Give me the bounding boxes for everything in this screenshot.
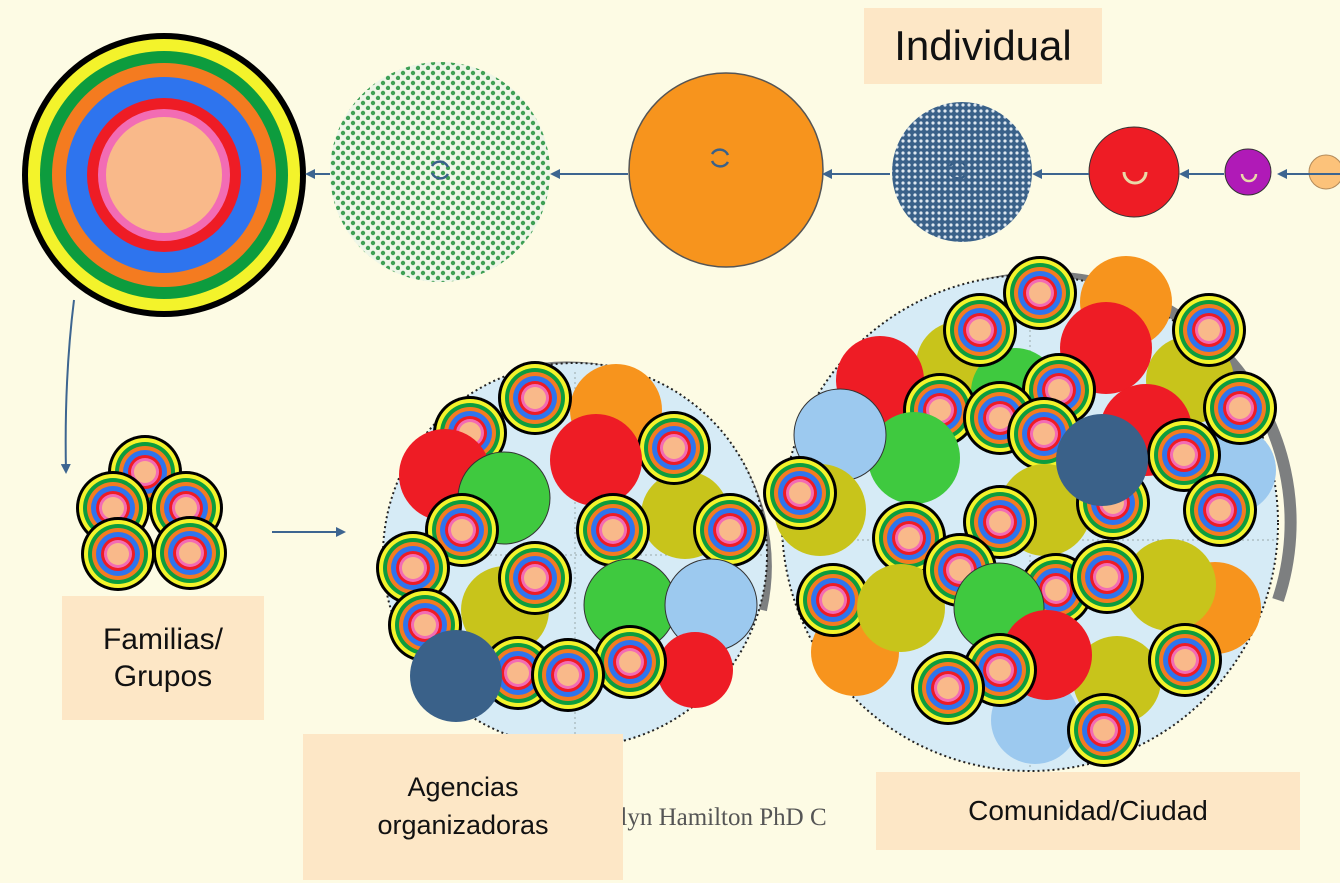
organizing-agencies-label: Agencias organizadoras [303, 734, 623, 880]
families-label-line1: Familias/ [102, 622, 223, 656]
families-cluster [76, 435, 227, 591]
agencies-label-line2: organizadoras [377, 810, 549, 840]
navy-textured-circle [892, 102, 1032, 242]
arrow-icon [60, 299, 75, 474]
author-credit: arilyn Hamilton PhD C [594, 804, 827, 831]
agencies-cluster [376, 361, 772, 748]
community-label-text: Comunidad/Ciudad [968, 795, 1208, 826]
red-circle [1088, 126, 1180, 218]
green-dotted-circle [330, 62, 550, 282]
orange-circle [628, 72, 824, 268]
individual-label-text: Individual [894, 22, 1072, 69]
families-groups-label: Familias/ Grupos [62, 596, 264, 720]
agencies-label-line1: Agencias [407, 772, 519, 803]
community-city-label: Comunidad/Ciudad [876, 772, 1300, 850]
purple-circle [1224, 148, 1272, 196]
peach-seed-circle [1308, 154, 1340, 190]
families-label-line2: Grupos [113, 660, 213, 693]
community-cluster [763, 256, 1297, 772]
individual-label: Individual [864, 8, 1102, 84]
top-progression-row [22, 33, 1340, 317]
nested-level-circle [22, 33, 306, 317]
